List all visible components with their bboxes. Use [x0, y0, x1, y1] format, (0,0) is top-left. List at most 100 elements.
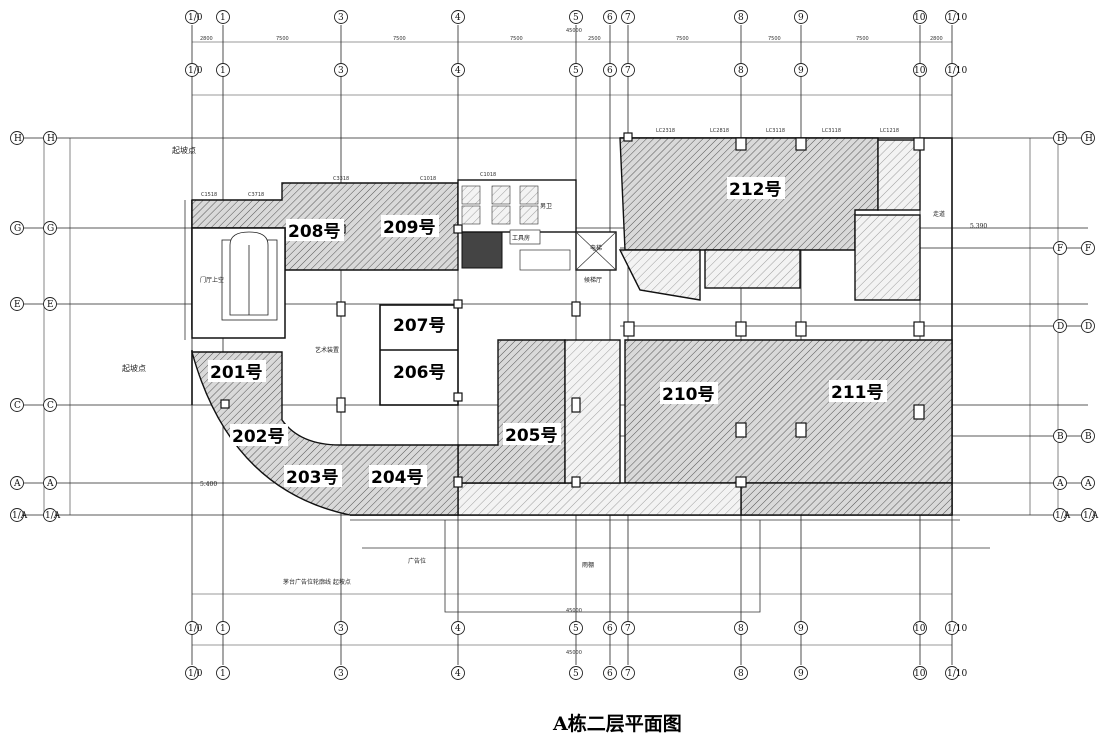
- svg-text:2800: 2800: [930, 36, 943, 42]
- svg-text:D: D: [1057, 322, 1064, 332]
- svg-text:H: H: [14, 134, 22, 144]
- svg-text:7: 7: [625, 669, 631, 679]
- svg-text:LC2318: LC2318: [656, 128, 675, 134]
- svg-text:10: 10: [914, 624, 926, 634]
- unit-labels: 201号 202号 203号 204号 205号 206号 207号 208号 …: [208, 177, 887, 488]
- svg-text:5: 5: [573, 66, 579, 76]
- svg-text:1/10: 1/10: [947, 13, 967, 23]
- svg-text:G: G: [47, 224, 54, 234]
- svg-text:男卫: 男卫: [540, 203, 552, 210]
- svg-text:C: C: [14, 401, 21, 411]
- svg-text:雨棚: 雨棚: [582, 561, 594, 569]
- svg-text:候梯厅: 候梯厅: [584, 276, 602, 284]
- svg-text:3: 3: [338, 669, 344, 679]
- svg-text:H: H: [47, 134, 55, 144]
- svg-text:C1018: C1018: [420, 176, 436, 182]
- svg-text:5.390: 5.390: [970, 223, 987, 230]
- svg-text:10: 10: [914, 66, 926, 76]
- svg-text:1/0: 1/0: [188, 66, 203, 76]
- svg-text:7: 7: [625, 66, 631, 76]
- svg-text:A: A: [13, 479, 21, 489]
- svg-text:E: E: [14, 300, 21, 310]
- svg-text:6: 6: [607, 669, 613, 679]
- svg-text:9: 9: [798, 13, 804, 23]
- svg-text:8: 8: [738, 669, 744, 679]
- svg-text:8: 8: [738, 13, 744, 23]
- svg-text:3: 3: [338, 66, 344, 76]
- room-210-211: [624, 339, 953, 484]
- svg-text:C3318: C3318: [333, 176, 349, 182]
- svg-text:LC3118: LC3118: [766, 128, 785, 134]
- svg-text:10: 10: [914, 669, 926, 679]
- grid-bubbles-left: H G E C A 1/A H G E C A 1/A: [10, 131, 61, 522]
- svg-text:1/A: 1/A: [12, 511, 28, 521]
- svg-text:5: 5: [573, 669, 579, 679]
- svg-text:LC2818: LC2818: [710, 128, 729, 134]
- svg-text:9: 9: [798, 669, 804, 679]
- grid-bubbles-bottom: 1/0 1 3 4 5 6 7 8 9 10 1/10 1/0 1 3 4 5 …: [185, 621, 967, 680]
- svg-text:3: 3: [338, 624, 344, 634]
- svg-text:1: 1: [220, 66, 226, 76]
- svg-text:4: 4: [455, 624, 461, 634]
- room-205: [457, 339, 566, 484]
- svg-text:C3718: C3718: [248, 192, 264, 198]
- svg-text:广告位: 广告位: [408, 557, 426, 565]
- svg-text:1/0: 1/0: [188, 624, 203, 634]
- svg-text:7: 7: [625, 13, 631, 23]
- svg-text:F: F: [1085, 244, 1091, 254]
- svg-text:B: B: [1057, 432, 1064, 442]
- svg-text:2500: 2500: [588, 36, 601, 42]
- svg-text:7: 7: [625, 624, 631, 634]
- grid-bubbles-right: H F D B A 1/A H F D B A 1/A: [1053, 131, 1099, 522]
- svg-text:8: 8: [738, 624, 744, 634]
- svg-text:4: 4: [455, 66, 461, 76]
- svg-text:7500: 7500: [856, 36, 869, 42]
- unit-label-205: 205号: [505, 426, 558, 446]
- svg-text:45000: 45000: [566, 650, 582, 656]
- svg-text:7500: 7500: [393, 36, 406, 42]
- svg-text:1/0: 1/0: [188, 669, 203, 679]
- unit-label-207: 207号: [393, 316, 446, 336]
- svg-text:4: 4: [455, 13, 461, 23]
- svg-text:7500: 7500: [276, 36, 289, 42]
- svg-text:起坡点: 起坡点: [172, 145, 196, 155]
- svg-text:1: 1: [220, 669, 226, 679]
- unit-label-206: 206号: [393, 363, 446, 383]
- svg-text:4: 4: [455, 669, 461, 679]
- svg-text:1/10: 1/10: [947, 66, 967, 76]
- svg-text:C1018: C1018: [480, 172, 496, 178]
- svg-text:B: B: [1085, 432, 1092, 442]
- stair-core: [191, 227, 286, 339]
- svg-text:3: 3: [338, 13, 344, 23]
- svg-text:10: 10: [914, 13, 926, 23]
- svg-text:45000: 45000: [566, 28, 582, 34]
- svg-text:9: 9: [798, 66, 804, 76]
- svg-text:7500: 7500: [510, 36, 523, 42]
- svg-text:D: D: [1085, 322, 1092, 332]
- annotations: 起坡点 起坡点 门厅上空 艺术装置 男卫 工具房 电梯 候梯厅 走道 广告位 雨…: [122, 128, 987, 586]
- svg-text:1/0: 1/0: [188, 13, 203, 23]
- grid-bubbles-top-2: 1/0 1 3 4 5 6 7 8 9 10 1/10: [185, 63, 967, 77]
- svg-text:45000: 45000: [566, 608, 582, 614]
- svg-text:起坡点: 起坡点: [122, 363, 146, 373]
- svg-text:5: 5: [573, 13, 579, 23]
- svg-text:电梯: 电梯: [590, 244, 602, 252]
- top-dimension-texts: 2800 7500 7500 7500 2500 7500 7500 7500 …: [200, 28, 943, 656]
- svg-text:1: 1: [220, 13, 226, 23]
- svg-text:5: 5: [573, 624, 579, 634]
- toilets: [457, 179, 577, 271]
- svg-text:A: A: [46, 479, 54, 489]
- svg-text:LC1218: LC1218: [880, 128, 899, 134]
- svg-text:H: H: [1057, 134, 1065, 144]
- unit-label-202: 202号: [232, 427, 285, 447]
- svg-text:1/A: 1/A: [45, 511, 61, 521]
- unit-label-208: 208号: [288, 222, 341, 242]
- unit-label-203: 203号: [286, 468, 339, 488]
- svg-text:G: G: [14, 224, 21, 234]
- svg-text:F: F: [1057, 244, 1063, 254]
- unit-label-209: 209号: [383, 218, 436, 238]
- unit-label-201: 201号: [210, 363, 263, 383]
- dimension-lines: [43, 41, 1059, 646]
- svg-text:8: 8: [738, 66, 744, 76]
